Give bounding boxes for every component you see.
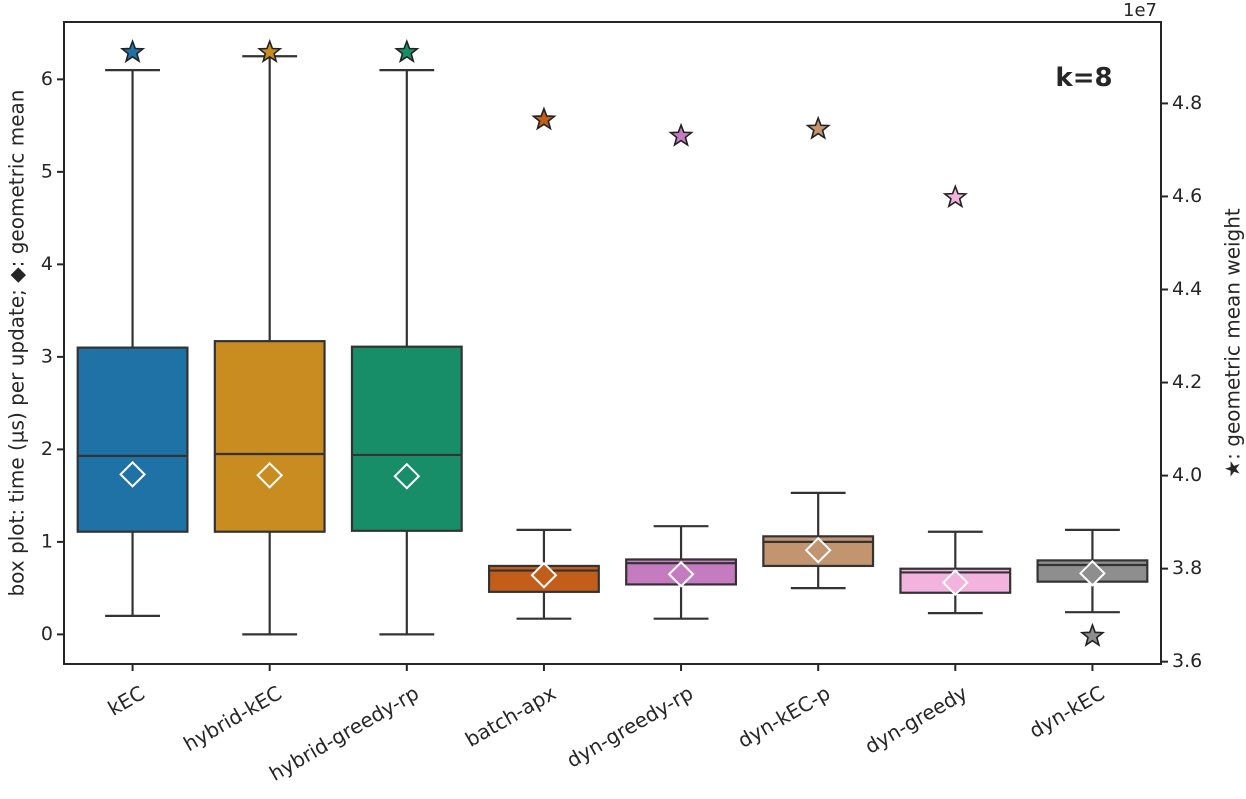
iqr-box xyxy=(76,346,189,533)
plot-area xyxy=(76,38,1149,647)
left-tick-label: 4 xyxy=(41,253,53,275)
left-axis-label: box plot: time (µs) per update; ◆: geome… xyxy=(5,90,29,597)
right-tick-label: 4.2 xyxy=(1172,371,1202,393)
geo-mean-weight-star xyxy=(942,184,968,209)
category-label: dyn-greedy-rp xyxy=(562,681,697,773)
category-label: batch-apx xyxy=(461,681,560,752)
left-tick-label: 5 xyxy=(41,160,53,182)
right-tick-label: 4.0 xyxy=(1172,464,1202,486)
box-group-dyn-greedy xyxy=(899,184,1012,615)
right-tick-label: 4.8 xyxy=(1172,92,1202,114)
geo-mean-diamond xyxy=(804,536,832,564)
left-tick-label: 3 xyxy=(41,345,53,367)
right-tick-label: 4.6 xyxy=(1172,185,1202,207)
category-label: dyn-kEC-p xyxy=(733,681,834,753)
right-tick-label: 3.6 xyxy=(1172,650,1202,672)
left-tick-label: 0 xyxy=(41,623,53,645)
geo-mean-diamond xyxy=(1079,559,1106,587)
geo-mean-diamond xyxy=(941,569,969,597)
k-annotation: k=8 xyxy=(1055,63,1112,93)
geo-mean-weight-star xyxy=(531,106,557,131)
geo-mean-weight-star xyxy=(805,115,831,140)
geo-mean-weight-star xyxy=(1079,622,1106,647)
right-tick-label: 3.8 xyxy=(1172,557,1202,579)
plot-frame xyxy=(63,21,1162,665)
right-y-axis: 3.6 3.8 4.0 4.2 4.4 4.6 4.8 xyxy=(1161,92,1202,672)
box-group-kEC xyxy=(76,38,189,617)
box-group-dyn-kEC xyxy=(1036,528,1149,647)
iqr-box xyxy=(350,345,463,532)
iqr-box xyxy=(213,340,326,533)
right-tick-label: 4.4 xyxy=(1172,278,1202,300)
geo-mean-diamond xyxy=(393,462,421,490)
category-label: hybrid-greedy-rp xyxy=(265,681,423,786)
category-label: dyn-greedy xyxy=(861,681,972,759)
box-group-hybrid-greedy-rp xyxy=(350,38,463,636)
left-tick-label: 1 xyxy=(41,530,53,552)
left-y-axis: 0 1 2 3 4 5 6 xyxy=(41,68,64,645)
right-axis-exponent: 1e7 xyxy=(1123,0,1157,21)
geo-mean-diamond xyxy=(256,461,284,489)
category-label: dyn-kEC xyxy=(1025,681,1109,743)
geo-mean-diamond xyxy=(119,460,146,488)
right-axis-label: ★: geometric mean weight xyxy=(1221,208,1245,478)
geo-mean-weight-star xyxy=(257,38,283,63)
box-group-batch-apx xyxy=(487,106,600,620)
left-tick-label: 2 xyxy=(41,438,53,460)
left-tick-label: 6 xyxy=(41,68,53,90)
category-label: hybrid-kEC xyxy=(179,681,285,756)
geo-mean-diamond xyxy=(667,560,695,588)
box-group-hybrid-kEC xyxy=(213,38,326,636)
category-label: kEC xyxy=(104,681,149,721)
box-group-dyn-greedy-rp xyxy=(625,122,738,620)
geo-mean-weight-star xyxy=(119,38,146,63)
geo-mean-diamond xyxy=(530,561,558,589)
box-group-dyn-kEC-p xyxy=(762,115,875,590)
geo-mean-weight-star xyxy=(668,122,694,147)
geo-mean-weight-star xyxy=(394,38,420,63)
